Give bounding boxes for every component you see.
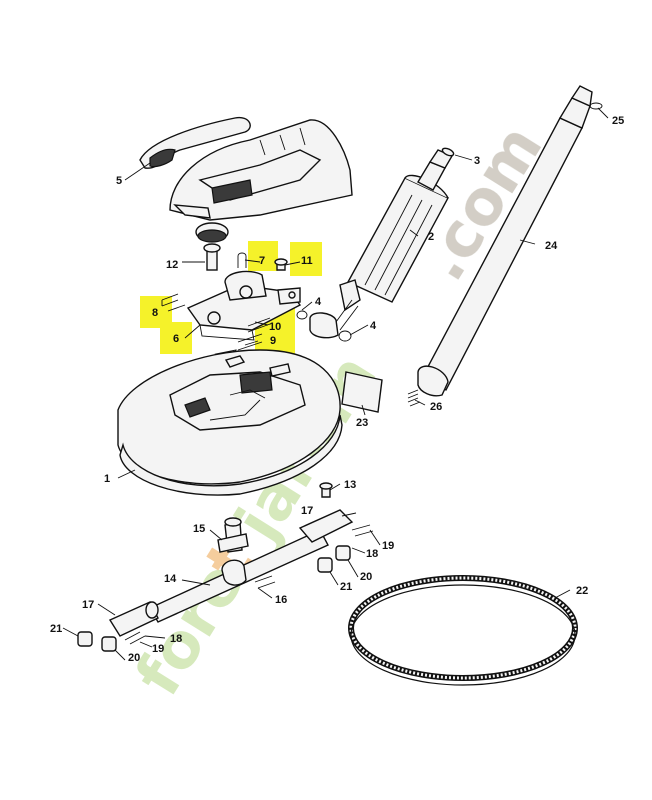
label-19-left: 19 — [152, 643, 164, 655]
part-22-brush-ring — [348, 575, 578, 686]
highlight-11 — [290, 242, 322, 276]
label-6: 6 — [173, 333, 179, 345]
label-13: 13 — [344, 479, 356, 491]
label-5: 5 — [116, 175, 122, 187]
part-5-hood — [139, 116, 353, 221]
part-6-bracket — [186, 270, 302, 341]
label-15: 15 — [193, 523, 205, 535]
label-17-left: 17 — [82, 599, 94, 611]
leader-lines — [62, 107, 609, 661]
label-11: 11 — [301, 255, 313, 267]
highlight-6 — [160, 322, 192, 354]
label-24: 24 — [545, 240, 558, 252]
label-4-upper: 4 — [315, 296, 322, 308]
label-17-right: 17 — [301, 505, 313, 517]
label-7: 7 — [259, 255, 265, 267]
highlights — [140, 241, 322, 354]
part-24-extension — [407, 85, 603, 407]
part-labels: 5 12 7 11 8 6 10 9 4 4 2 3 25 24 26 23 1… — [50, 115, 624, 664]
label-19-right: 19 — [382, 540, 394, 552]
label-21-left: 21 — [50, 623, 62, 635]
label-4-lower: 4 — [370, 320, 377, 332]
label-20-left: 20 — [128, 652, 140, 664]
label-3: 3 — [474, 155, 480, 167]
label-18-left: 18 — [170, 633, 182, 645]
label-9: 9 — [270, 335, 276, 347]
part-2-wand — [296, 147, 455, 342]
pipe-assembly — [77, 482, 374, 652]
label-21-right: 21 — [340, 581, 352, 593]
label-23: 23 — [356, 417, 368, 429]
label-8: 8 — [152, 307, 158, 319]
label-16: 16 — [275, 594, 287, 606]
label-22: 22 — [576, 585, 588, 597]
part-12-knob — [195, 222, 229, 271]
label-12: 12 — [166, 259, 178, 271]
label-18-right: 18 — [366, 548, 378, 560]
label-1: 1 — [104, 473, 110, 485]
label-10: 10 — [269, 321, 281, 333]
label-25: 25 — [612, 115, 624, 127]
label-2: 2 — [428, 231, 434, 243]
part-23-label — [341, 371, 383, 413]
label-14: 14 — [164, 573, 177, 585]
part-1-housing — [117, 349, 343, 496]
label-26: 26 — [430, 401, 442, 413]
label-20-right: 20 — [360, 571, 372, 583]
highlight-7 — [248, 241, 278, 271]
